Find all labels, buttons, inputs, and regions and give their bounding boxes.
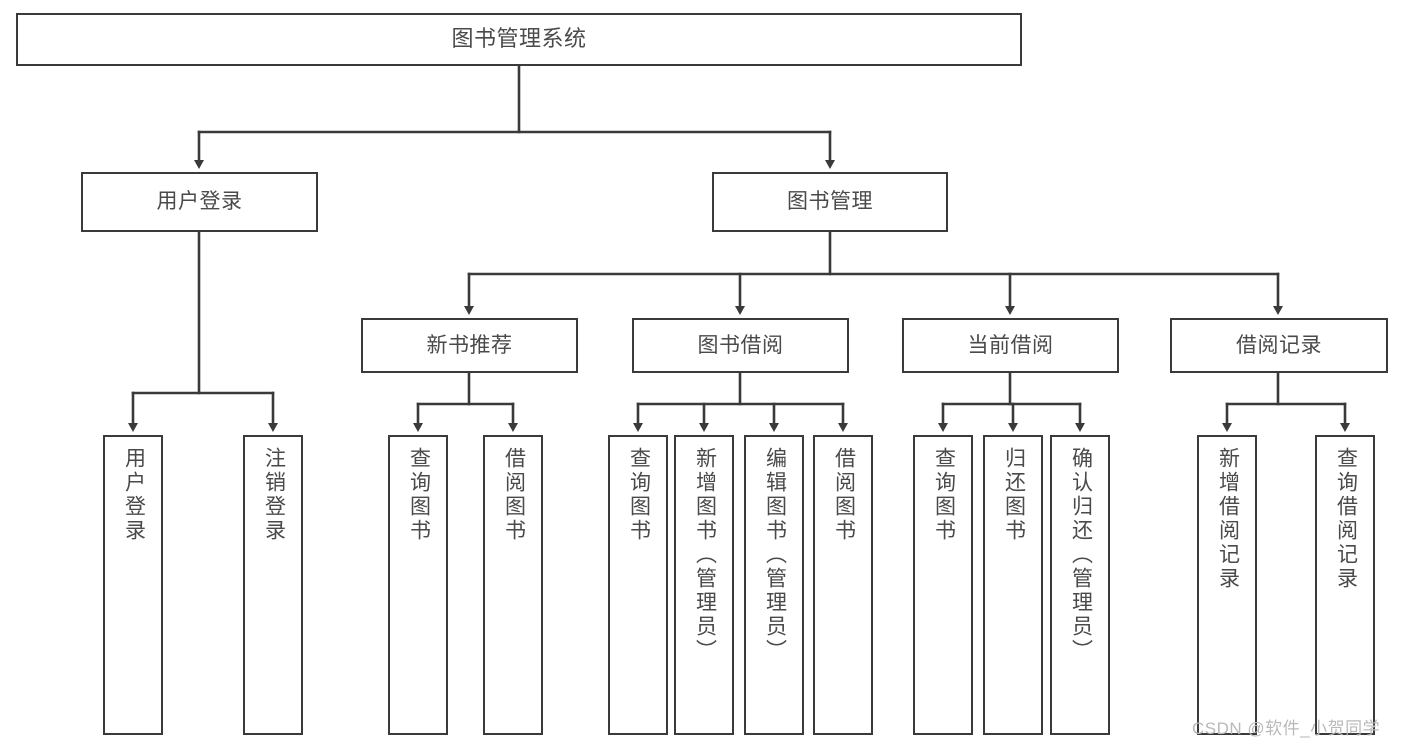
node-book-borrow[interactable]: 图书借阅 [632, 318, 849, 373]
node-user-login-label: 用户登录 [156, 190, 243, 214]
node-leaf-query-book-3-label: 查询图书 [932, 447, 956, 543]
node-user-login[interactable]: 用户登录 [81, 172, 318, 232]
node-new-book-recommend[interactable]: 新书推荐 [361, 318, 578, 373]
node-leaf-borrow-book-1[interactable]: 借阅图书 [483, 435, 543, 735]
node-leaf-query-book-2[interactable]: 查询图书 [608, 435, 668, 735]
node-leaf-logout-login-label: 注销登录 [262, 447, 286, 543]
node-leaf-edit-book-label: 编辑图书（管理员） [763, 447, 787, 663]
node-leaf-user-login[interactable]: 用户登录 [103, 435, 163, 735]
node-leaf-add-book-label: 新增图书（管理员） [693, 447, 717, 663]
node-leaf-query-book-2-label: 查询图书 [627, 447, 651, 543]
node-leaf-return-book-label: 归还图书 [1002, 447, 1026, 543]
node-leaf-query-borrow-record[interactable]: 查询借阅记录 [1315, 435, 1375, 735]
node-leaf-query-book-3[interactable]: 查询图书 [913, 435, 973, 735]
node-leaf-confirm-return[interactable]: 确认归还（管理员） [1050, 435, 1110, 735]
node-borrow-record-label: 借阅记录 [1236, 333, 1322, 357]
node-leaf-confirm-return-label: 确认归还（管理员） [1069, 447, 1093, 663]
node-leaf-add-borrow-record[interactable]: 新增借阅记录 [1197, 435, 1257, 735]
node-current-borrow[interactable]: 当前借阅 [902, 318, 1119, 373]
node-leaf-user-login-label: 用户登录 [122, 447, 146, 543]
node-borrow-record[interactable]: 借阅记录 [1170, 318, 1388, 373]
node-leaf-add-book[interactable]: 新增图书（管理员） [674, 435, 734, 735]
node-leaf-borrow-book-2[interactable]: 借阅图书 [813, 435, 873, 735]
node-leaf-borrow-book-1-label: 借阅图书 [502, 447, 526, 543]
node-leaf-add-borrow-record-label: 新增借阅记录 [1216, 447, 1240, 591]
node-leaf-edit-book[interactable]: 编辑图书（管理员） [744, 435, 804, 735]
csdn-watermark: CSDN @软件_小贺同学 [1192, 719, 1381, 738]
node-leaf-borrow-book-2-label: 借阅图书 [832, 447, 856, 543]
node-leaf-query-borrow-record-label: 查询借阅记录 [1334, 447, 1358, 591]
node-current-borrow-label: 当前借阅 [967, 333, 1054, 357]
node-root-label: 图书管理系统 [451, 26, 587, 52]
node-book-manage-label: 图书管理 [787, 190, 873, 214]
node-leaf-query-book-1[interactable]: 查询图书 [388, 435, 448, 735]
node-leaf-query-book-1-label: 查询图书 [407, 447, 431, 543]
node-book-borrow-label: 图书借阅 [697, 333, 784, 357]
node-leaf-return-book[interactable]: 归还图书 [983, 435, 1043, 735]
node-book-manage[interactable]: 图书管理 [712, 172, 948, 232]
node-leaf-logout-login[interactable]: 注销登录 [243, 435, 303, 735]
node-new-book-recommend-label: 新书推荐 [426, 333, 513, 357]
node-root[interactable]: 图书管理系统 [16, 13, 1022, 66]
